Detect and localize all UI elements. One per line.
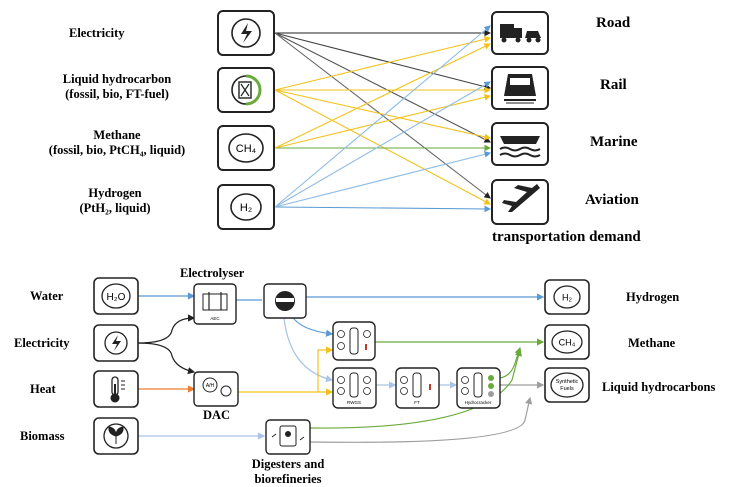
flow-hydrogen-aviation bbox=[274, 205, 492, 213]
flow-digester-methane bbox=[309, 348, 522, 429]
digesters-label: Digesters and biorefineries bbox=[238, 457, 338, 487]
road-vehicles-icon bbox=[491, 11, 549, 55]
input-biomass-label: Biomass bbox=[20, 429, 65, 443]
electrolyser-label: Electrolyser bbox=[180, 266, 245, 280]
rwgs-reactor: RWGS bbox=[332, 367, 377, 409]
hydrogen-output-icon: H₂ bbox=[544, 279, 590, 315]
flow-h2-methanation bbox=[291, 315, 334, 337]
source-liquid-sub: (fossil, bio, FT-fuel) bbox=[65, 87, 169, 101]
biomass-leaf-icon bbox=[93, 417, 139, 455]
thermometer-icon bbox=[93, 370, 139, 408]
digesters-label-line1: Digesters and bbox=[251, 457, 325, 471]
flow-methane-rail bbox=[274, 94, 492, 149]
source-hydrogen-name: Hydrogen bbox=[88, 186, 142, 200]
flow-electricity-aviation bbox=[274, 32, 491, 199]
water-icon: H₂O bbox=[93, 277, 139, 315]
aec-text: AEC bbox=[210, 316, 220, 321]
dac-label: DAC bbox=[203, 408, 231, 422]
ship-icon bbox=[491, 122, 549, 166]
hydrogen-tank-icon bbox=[263, 283, 307, 319]
flow-hydrogen-rail bbox=[274, 81, 491, 208]
train-icon bbox=[491, 66, 549, 110]
dest-marine-label: Marine bbox=[590, 134, 638, 150]
source-hydrogen-sub: (PtH₂, liquid) bbox=[79, 201, 151, 215]
flow-methane-road bbox=[274, 43, 491, 149]
flow-digester-liquid bbox=[309, 396, 533, 443]
transportation-demand-label: transportation demand bbox=[492, 229, 641, 245]
dest-aviation-label: Aviation bbox=[585, 192, 639, 208]
flow-liquid-aviation bbox=[274, 89, 491, 205]
fuels-text: Fuels bbox=[560, 386, 574, 392]
synthetic-fuels-icon: Synthetic Fuels bbox=[544, 367, 590, 403]
source-liquid-label: Liquid hydrocarbon (fossil, bio, FT-fuel… bbox=[22, 72, 212, 102]
dac-inner-text: A/H bbox=[206, 383, 215, 389]
input-heat-label: Heat bbox=[30, 382, 56, 396]
flow-hydrogen-road bbox=[274, 25, 491, 208]
ft-text: FT bbox=[414, 400, 420, 405]
dac-unit: A/H bbox=[193, 371, 239, 407]
airplane-icon bbox=[491, 179, 549, 225]
source-liquid-name: Liquid hydrocarbon bbox=[62, 72, 172, 86]
output-methane-label: Methane bbox=[628, 336, 676, 350]
flow-hydrogen-marine bbox=[274, 151, 492, 208]
hydrocracker-text: Hydrocracker bbox=[465, 400, 492, 405]
flow-h2-rwgs bbox=[283, 317, 334, 383]
bottom-flow-lines bbox=[137, 292, 545, 443]
flow-liquid-marine bbox=[274, 89, 492, 141]
source-hydrogen-label: Hydrogen (PtH₂, liquid) bbox=[50, 186, 180, 216]
methane-icon: CH₄ bbox=[217, 125, 275, 171]
hydrogen-icon: H₂ bbox=[217, 184, 275, 230]
bolt-icon bbox=[93, 324, 139, 362]
bolt-icon bbox=[217, 10, 275, 56]
input-electricity-label: Electricity bbox=[14, 336, 70, 350]
ch4-output-text: CH₄ bbox=[559, 338, 576, 348]
dest-rail-label: Rail bbox=[600, 77, 627, 93]
source-methane-label: Methane (fossil, bio, PtCH₄, liquid) bbox=[18, 128, 216, 158]
flow-electricity-dac bbox=[137, 342, 196, 375]
output-hydrogen-label: Hydrogen bbox=[626, 290, 680, 304]
hydrogen-icon-text: H₂ bbox=[240, 202, 252, 214]
flow-electricity-electrolyser bbox=[137, 314, 196, 344]
h2-output-text: H₂ bbox=[562, 293, 572, 303]
dest-road-label: Road bbox=[596, 15, 631, 31]
top-flow-lines bbox=[274, 25, 492, 213]
input-water-label: Water bbox=[30, 289, 64, 303]
flow-electricity-marine bbox=[274, 32, 491, 143]
liquid-fuel-icon bbox=[217, 67, 275, 113]
synthetic-text: Synthetic bbox=[556, 379, 579, 385]
methane-output-icon: CH₄ bbox=[544, 324, 590, 360]
hydrocracker-unit: Hydrocracker bbox=[456, 367, 501, 409]
electrolyser-unit: AEC bbox=[193, 283, 237, 325]
flow-liquid-road bbox=[274, 36, 492, 91]
output-liquid-label: Liquid hydrocarbons bbox=[602, 380, 716, 394]
digester-unit bbox=[265, 419, 311, 455]
water-icon-text: H₂O bbox=[107, 292, 126, 303]
digesters-label-line2: biorefineries bbox=[254, 472, 322, 486]
source-methane-name: Methane bbox=[93, 128, 141, 142]
rwgs-text: RWGS bbox=[347, 400, 361, 405]
source-methane-sub: (fossil, bio, PtCH₄, liquid) bbox=[48, 143, 186, 157]
flow-electricity-rail bbox=[274, 32, 492, 90]
methanation-reactor bbox=[332, 321, 376, 361]
methane-icon-text: CH₄ bbox=[236, 143, 257, 155]
ft-reactor: FT bbox=[395, 367, 440, 409]
source-electricity-label: Electricity bbox=[69, 26, 125, 40]
